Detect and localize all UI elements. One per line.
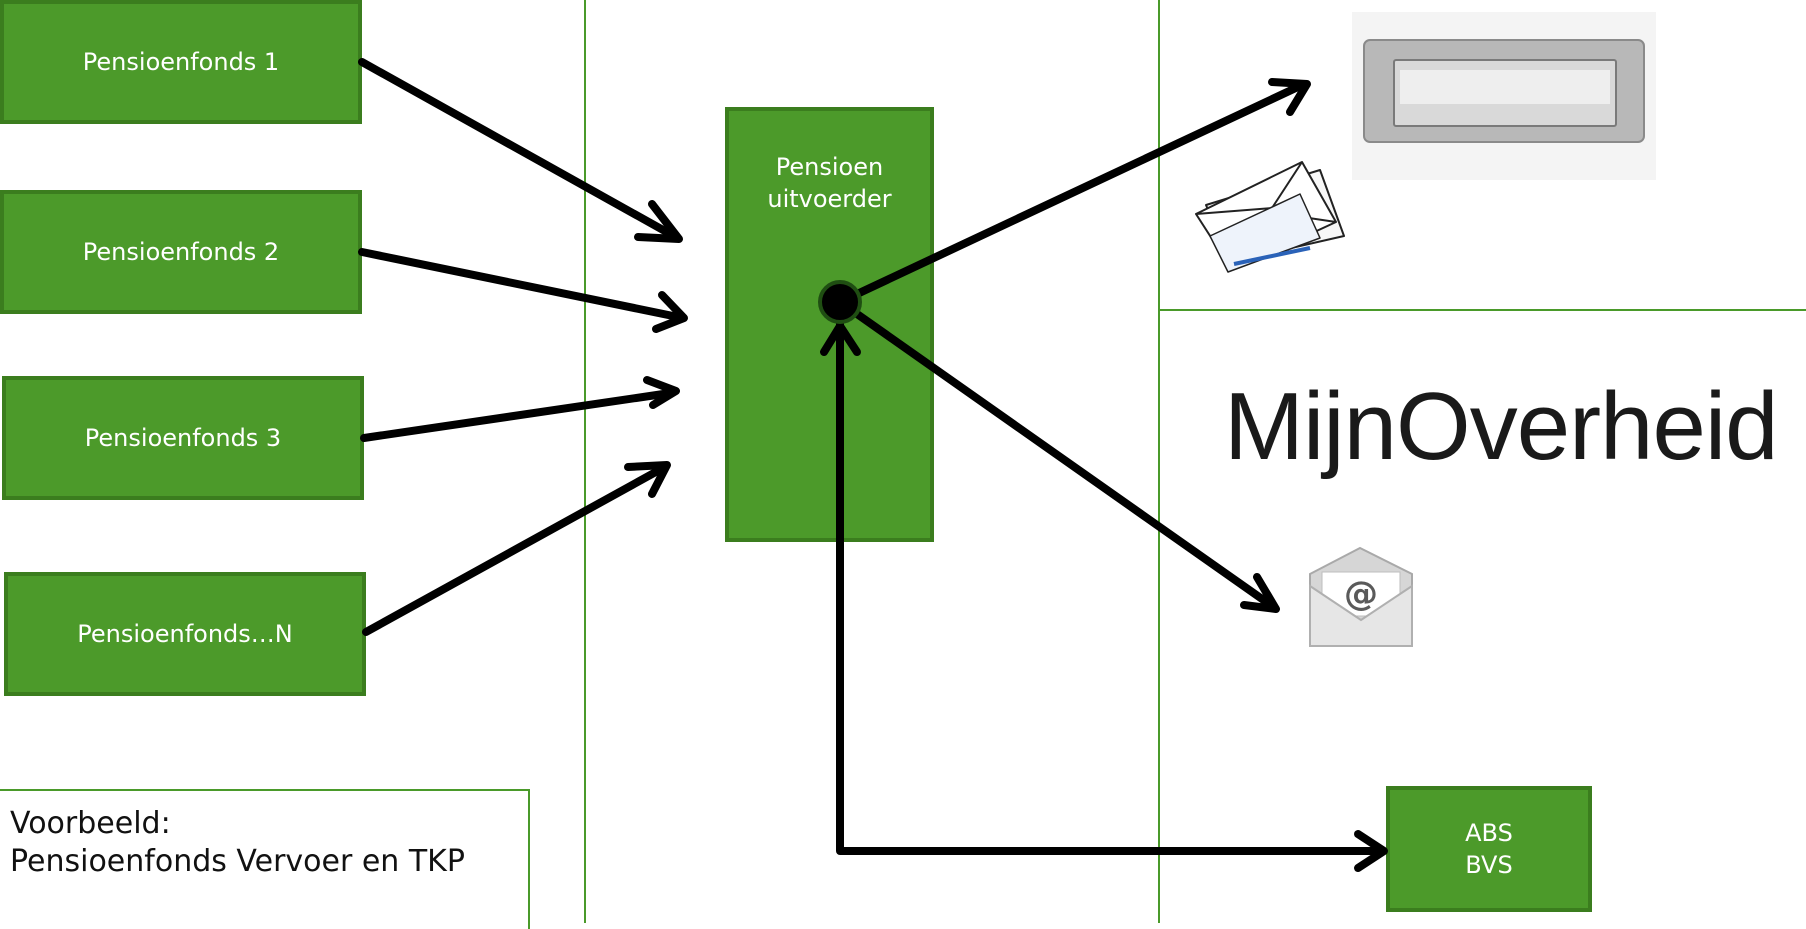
- divider-right: [1158, 0, 1160, 923]
- arrowhead-mail: [1268, 78, 1311, 116]
- example-note-title: Voorbeeld:: [10, 806, 171, 841]
- mail-slot-icon: [1352, 12, 1656, 180]
- svg-text:@: @: [1344, 574, 1378, 614]
- arrowhead-fund1: [634, 200, 683, 243]
- example-note-body: Pensioenfonds Vervoer en TKP: [10, 844, 465, 879]
- arrow-fund1-to-executor: [358, 58, 676, 239]
- register-box: ABS BVS: [1386, 786, 1592, 912]
- divider-left: [584, 0, 586, 923]
- arrowhead-register: [1354, 830, 1388, 872]
- fund-box-2: Pensioenfonds 2: [0, 190, 362, 314]
- fund-box-1: Pensioenfonds 1: [0, 0, 362, 124]
- example-note: Voorbeeld: Pensioenfonds Vervoer en TKP: [0, 789, 530, 929]
- executor-box: Pensioen uitvoerder: [725, 107, 934, 542]
- arrow-fund3-to-executor: [360, 389, 674, 442]
- arrowhead-fund3: [643, 376, 680, 409]
- divider-horizontal: [1158, 309, 1806, 311]
- arrowhead-email: [1240, 573, 1280, 613]
- arrowhead-executor-up: [820, 322, 861, 356]
- arrow-register-to-executor: [836, 316, 1386, 855]
- mijnoverheid-logo-text: MijnOverheid: [1224, 373, 1779, 480]
- executor-hub-dot: [818, 280, 862, 324]
- fund-box-n: Pensioenfonds…N: [4, 572, 366, 696]
- letters-icon: [1195, 161, 1345, 273]
- email-icon: @: [1309, 546, 1413, 647]
- arrowhead-fundn: [624, 461, 671, 498]
- arrow-fundn-to-executor: [362, 464, 667, 636]
- arrowhead-fund2: [652, 291, 688, 333]
- arrow-fund2-to-executor: [358, 248, 682, 321]
- arrow-executor-to-email: [836, 298, 1276, 610]
- arrow-executor-to-mail: [836, 82, 1304, 306]
- fund-box-3: Pensioenfonds 3: [2, 376, 364, 500]
